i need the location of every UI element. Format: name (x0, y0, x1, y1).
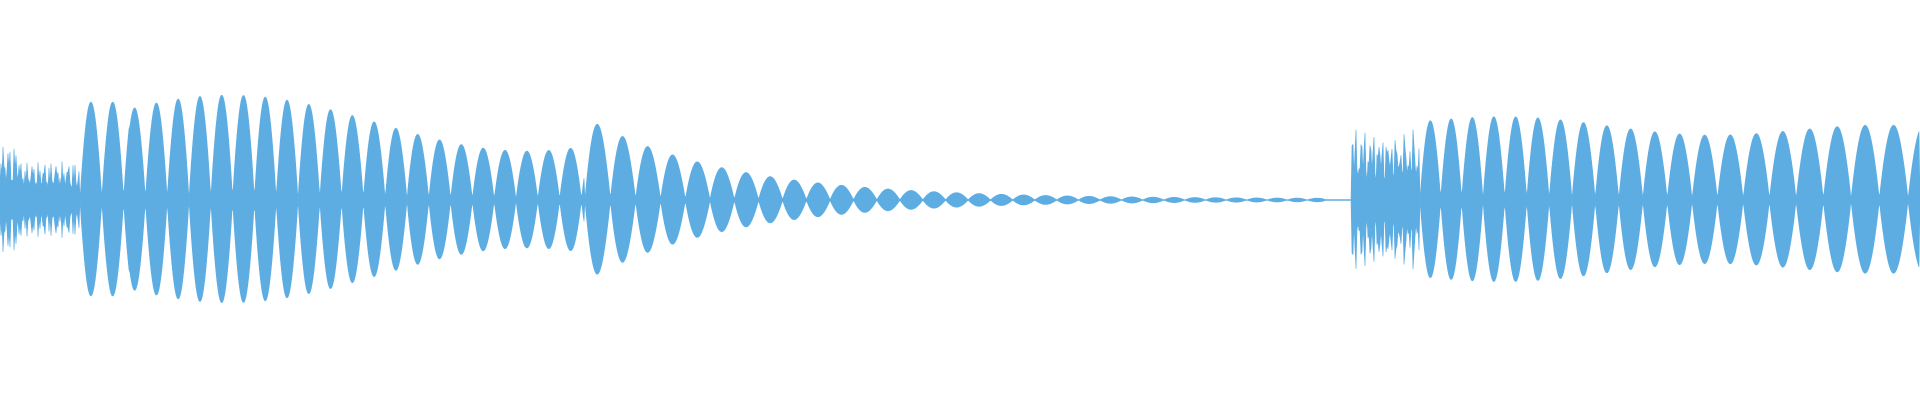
waveform-envelope (0, 94, 1920, 304)
